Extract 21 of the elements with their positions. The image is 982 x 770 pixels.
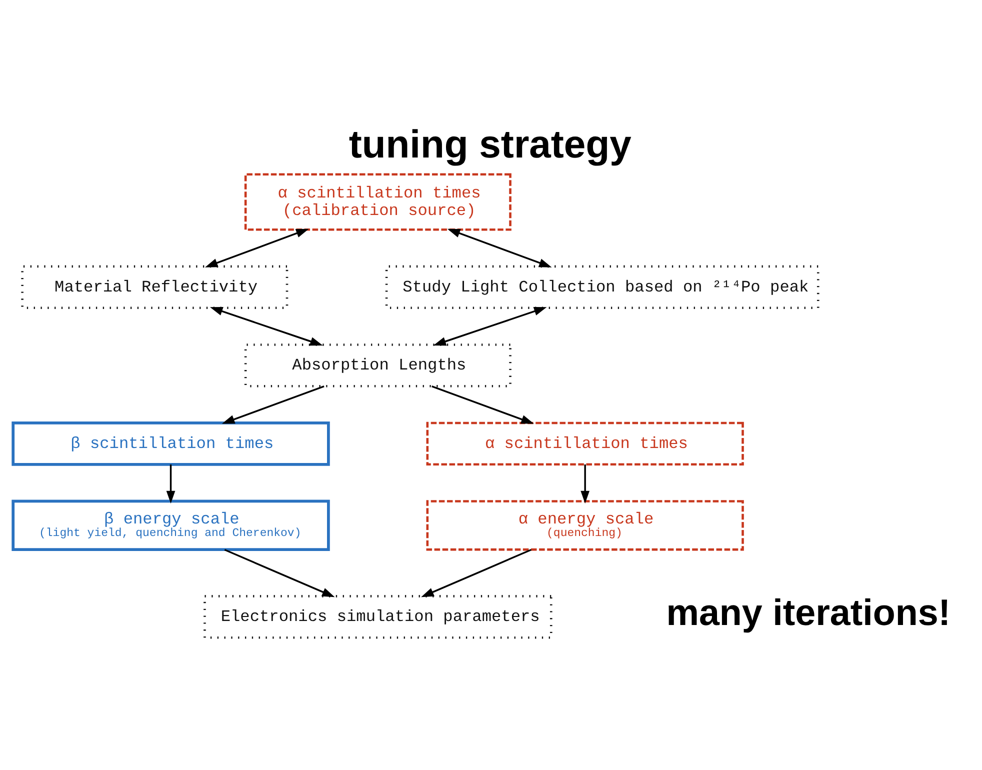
node-box: β scintillation times xyxy=(12,422,330,466)
arrow xyxy=(224,548,335,598)
node-box: Electronics simulation parameters xyxy=(204,595,552,639)
diagram-title: tuning strategy xyxy=(348,123,632,166)
arrow xyxy=(222,386,324,424)
arrow xyxy=(433,307,547,346)
arrow xyxy=(432,386,534,424)
node-box: Material Reflectivity xyxy=(21,265,288,310)
arrow xyxy=(421,548,532,598)
arrow xyxy=(210,307,323,346)
label: many iterations! xyxy=(666,592,951,634)
node-box: Study Light Collection based on ²¹⁴Po peak xyxy=(385,265,820,310)
arrow xyxy=(447,228,552,268)
node-box: β energy scale (light yield, quenching and Cherenkov) xyxy=(12,500,330,552)
arrow xyxy=(166,464,176,504)
node-box: α scintillation times xyxy=(426,422,744,466)
arrow xyxy=(204,228,309,268)
arrow xyxy=(580,464,590,504)
node-box: Absorption Lengths xyxy=(244,344,512,388)
node-box: α scintillation times (calibration source) xyxy=(244,173,512,231)
node-box: α energy scale (quenching) xyxy=(426,500,744,551)
